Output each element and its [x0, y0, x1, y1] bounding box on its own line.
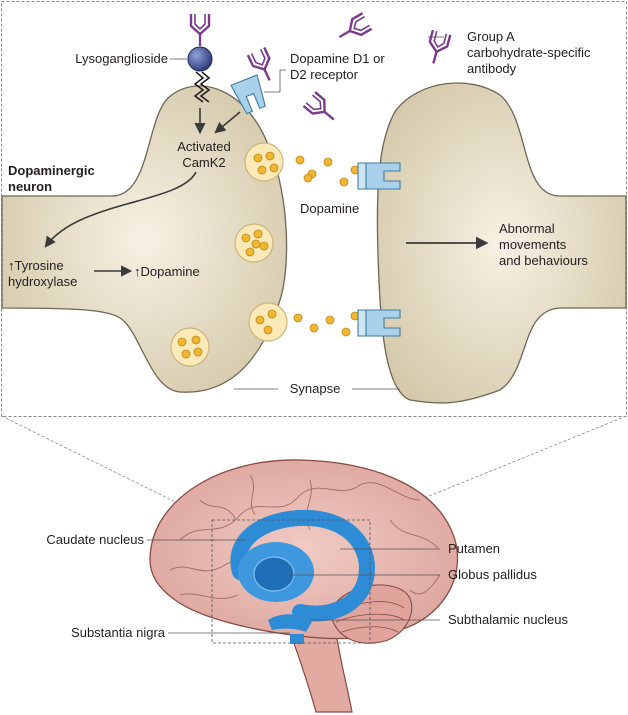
label-substantia-nigra: Substantia nigra: [71, 625, 166, 640]
label-putamen: Putamen: [448, 541, 500, 556]
postsynaptic-neuron: [376, 82, 627, 404]
receptor-icon: [357, 162, 401, 190]
label-neuron: Dopaminergic: [8, 163, 95, 178]
label-lysoganglioside: Lysoganglioside: [75, 51, 168, 66]
label-neuron: neuron: [8, 179, 52, 194]
receptor-icon: [230, 74, 266, 115]
leader-line: [264, 69, 286, 93]
presynaptic-neuron: [1, 85, 288, 393]
label-dopamine-increase: ↑Dopamine: [134, 264, 200, 279]
vesicle-icon: [248, 302, 288, 342]
vesicle-icon: [244, 142, 284, 182]
label-outcome: movements: [499, 237, 567, 252]
label-dopamine-cleft: Dopamine: [300, 201, 359, 216]
label-antibody: Group A: [467, 29, 515, 44]
label-tyrosine: hydroxylase: [8, 274, 77, 289]
label-globus-pallidus: Globus pallidus: [448, 567, 537, 582]
label-caudate-nucleus: Caudate nucleus: [46, 532, 144, 547]
label-receptor: D2 receptor: [290, 67, 359, 82]
label-camk2: Activated: [177, 139, 230, 154]
vesicle-icon: [234, 223, 274, 263]
label-antibody: carbohydrate-specific: [467, 45, 591, 60]
label-subthalamic-nucleus: Subthalamic nucleus: [448, 612, 568, 627]
dopamine-molecules: [293, 155, 360, 337]
label-outcome: and behaviours: [499, 253, 588, 268]
arrow: [214, 111, 241, 134]
receptor-icon: [357, 309, 401, 337]
brain-zoom-box: [211, 519, 371, 644]
label-synapse: Synapse: [290, 381, 341, 396]
label-receptor: Dopamine D1 or: [290, 51, 385, 66]
label-tyrosine: ↑Tyrosine: [8, 258, 64, 273]
vesicle-icon: [170, 327, 210, 367]
label-antibody: antibody: [467, 61, 517, 76]
label-camk2: CamK2: [182, 155, 225, 170]
label-outcome: Abnormal: [499, 221, 555, 236]
lysoganglioside-icon: [187, 46, 213, 103]
arrow: [44, 171, 197, 248]
brain-icon: [149, 459, 459, 713]
